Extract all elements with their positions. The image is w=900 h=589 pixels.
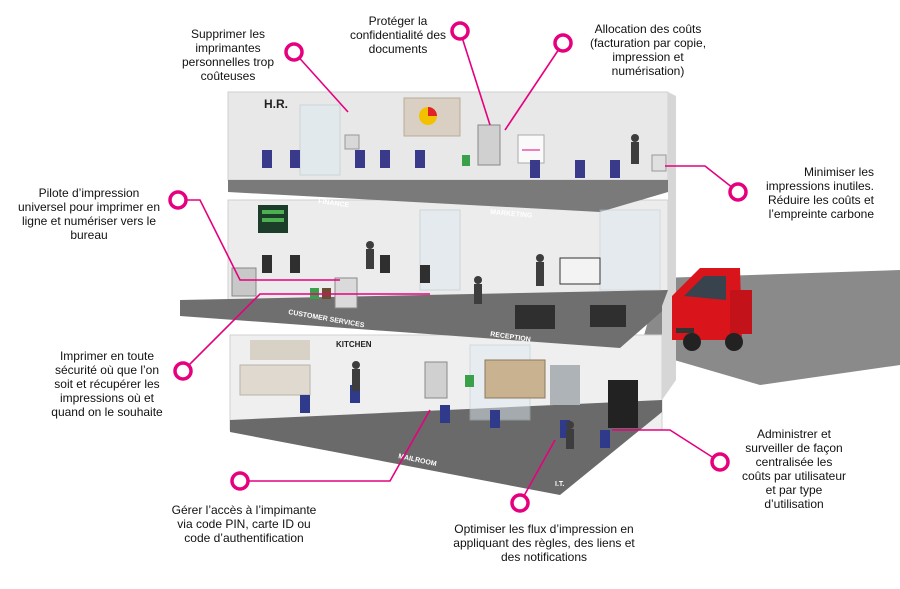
pie-slice (428, 107, 437, 116)
desk-group-top (262, 150, 620, 178)
filing-cabinets (550, 365, 580, 405)
callout-cost-allocation: Allocation des coûts (facturation par co… (589, 22, 707, 78)
board-line (262, 218, 284, 222)
wall-tv (559, 257, 601, 285)
recycle-bin-icon (462, 155, 470, 166)
callout-universal-driver: Pilote d’impression universel pour impri… (17, 186, 161, 242)
connector-suppress-printers (293, 51, 349, 113)
desk-group-bottom (300, 385, 610, 448)
connector-admin (612, 429, 721, 463)
connector-cost-allocation (504, 42, 564, 131)
floor-label-kitchen: KITCHEN (336, 340, 372, 349)
glass-partition (599, 209, 661, 291)
connector-workflow (519, 439, 556, 504)
recycle-bin-icon (465, 375, 474, 387)
connector-confidentiality (459, 30, 491, 126)
connector-secure-print (182, 293, 430, 372)
floor-label-it: I.T. (555, 481, 564, 488)
callout-suppress-printers: Supprimer les imprimantes personnelles t… (181, 27, 275, 83)
marker-ring-icon (728, 182, 748, 202)
person-icon (352, 134, 639, 449)
marker-ring-icon (510, 493, 530, 513)
top-floor-slab (228, 180, 668, 212)
connector-driver (178, 199, 340, 281)
marker-ring-icon (284, 42, 304, 62)
mfp-printer-icon (334, 277, 358, 309)
board-line (262, 210, 284, 214)
floor-label-finance: FINANCE (318, 198, 350, 209)
bottom-floor-slab (230, 400, 662, 495)
mailroom-shelf (484, 359, 546, 399)
mfp-printer-icon (477, 124, 501, 166)
marker-rings (168, 21, 748, 513)
marker-ring-icon (173, 361, 193, 381)
floor-label-hr: H.R. (264, 97, 288, 111)
callout-minimize-prints: Minimiser les impressions inutiles. Rédu… (765, 165, 874, 221)
flipchart (517, 134, 545, 164)
marker-ring-icon (553, 33, 573, 53)
marker-ring-icon (230, 471, 250, 491)
callout-workflow: Optimiser les flux d’impression en appli… (453, 522, 635, 564)
glass-partition (299, 104, 341, 176)
floor-label-marketing: MARKETING (490, 209, 533, 220)
callout-secure-print: Imprimer en toute sécurité où que l’on s… (51, 349, 163, 419)
connector-minimize (665, 165, 739, 193)
printer-icon (651, 154, 667, 172)
server-rack (608, 380, 638, 428)
callout-central-admin: Administrer et surveiller de façon centr… (741, 427, 847, 511)
callout-confidentiality: Protéger la confidentialité des document… (349, 14, 447, 56)
mfp-printer-icon (424, 361, 448, 399)
connector-lines (178, 30, 739, 504)
desk-group-middle (262, 255, 626, 329)
red-van (672, 268, 752, 351)
callout-access-control: Gérer l’accès à l’impimante via code PIN… (171, 503, 317, 545)
marker-ring-icon (450, 21, 470, 41)
middle-floor-slab (180, 290, 668, 348)
printer-icon (344, 134, 360, 150)
marker-ring-icon (710, 452, 730, 472)
kitchen-cabinets (250, 340, 310, 360)
kitchen-counter (239, 364, 311, 396)
connector-access (240, 409, 431, 482)
marker-ring-icon (168, 190, 188, 210)
